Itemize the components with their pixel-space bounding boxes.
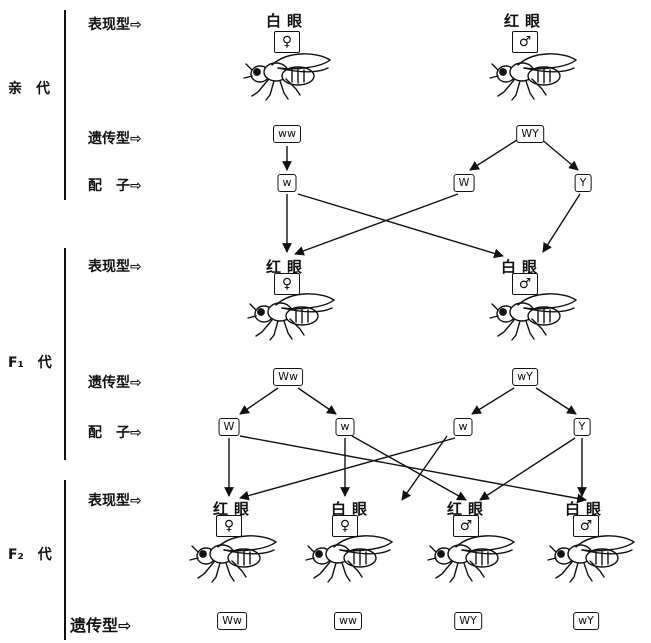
arrow-wY-to-w [471,387,515,415]
arrow-right-icon: ⇨ [118,616,132,635]
gamete-box: W [218,418,240,436]
parent-female-phenotype: 白眼 [265,12,309,30]
row-label-gamete-f1: 配 子⇨ [88,425,142,441]
genotype-box: Ww [217,612,247,630]
genotype-box: WY [454,612,482,630]
gamete-box: w [277,174,297,192]
genotype-box: ww [273,125,301,143]
genotype-box: ww [334,612,362,630]
f2-offspring-2-phenotype: 白眼 [330,500,374,518]
generation-parent-label: 亲 代 [8,81,50,97]
arrow-w-to-f1-male [297,193,504,259]
fruit-fly-icon [542,530,638,590]
arrow-right-icon: ⇨ [130,425,142,441]
gamete-box: w [453,418,473,436]
fruit-fly-icon [484,48,580,108]
fruit-fly-icon [184,530,280,590]
gamete-box: w [335,418,355,436]
arrow-Ww-to-w [297,387,337,415]
male-symbol-icon: ♂ [512,31,538,53]
row-label-genotype-f1: 遗传型⇨ [88,375,142,391]
male-symbol-icon: ♂ [573,515,599,537]
f2-offspring-4-phenotype: 白眼 [564,500,608,518]
female-symbol-icon: ♀ [274,273,300,295]
arrow-right-icon: ⇨ [130,131,142,147]
row-label-genotype-f2: 遗传型⇨ [70,616,132,635]
parent-male-phenotype: 红眼 [503,12,547,30]
gamete-box: W [453,174,475,192]
genotype-box: wY [573,612,599,630]
fruit-fly-icon [242,288,338,348]
fruit-fly-icon [238,48,334,108]
arrow-Y-to-f1-male [542,193,581,253]
arrow-right-icon: ⇨ [130,259,142,275]
fruit-fly-icon [300,530,396,590]
f1-male-phenotype: 白眼 [500,258,544,276]
row-label-phenotype-f2: 表现型⇨ [88,493,142,509]
generation-f2-label: F₂ 代 [8,547,52,563]
fruit-fly-icon [484,288,580,348]
arrow-W-to-f2-4 [239,435,587,504]
female-symbol-icon: ♀ [332,515,358,537]
female-symbol-icon: ♀ [274,31,300,53]
arrow-right-icon: ⇨ [130,17,142,33]
arrow-right-icon: ⇨ [130,493,142,509]
arrow-right-icon: ⇨ [130,375,142,391]
row-label-gamete-parent: 配 子⇨ [88,178,142,194]
row-label-genotype-parent: 遗传型⇨ [88,131,142,147]
gamete-box: Y [573,418,591,436]
female-symbol-icon: ♀ [216,515,242,537]
genotype-box: Ww [273,368,303,386]
generation-f1-label: F₁ 代 [8,355,52,371]
f2-offspring-3-phenotype: 红眼 [446,500,490,518]
arrow-Ww-to-W [239,387,279,415]
arrow-right-icon: ⇨ [130,178,142,194]
gamete-box: Y [574,174,592,192]
fruit-fly-icon [422,530,518,590]
arrow-WY-to-Y [539,137,579,171]
arrow-WY-to-W [469,137,521,171]
f2-offspring-1-phenotype: 红眼 [212,500,256,518]
row-label-phenotype-parent: 表现型⇨ [88,17,142,33]
arrow-f1w-to-f2-1 [239,437,456,501]
male-symbol-icon: ♂ [453,515,479,537]
arrow-f1w-to-f2-2 [401,435,448,501]
genotype-box: WY [516,125,544,143]
arrow-W-to-f1-female [294,193,459,256]
male-symbol-icon: ♂ [512,273,538,295]
arrow-w-to-f2-3 [351,435,467,501]
row-label-phenotype-f1: 表现型⇨ [88,259,142,275]
arrow-wY-to-Y [535,387,577,415]
arrow-Y-to-f2-3 [479,437,576,501]
genotype-box: wY [512,368,538,386]
f1-female-phenotype: 红眼 [265,258,309,276]
